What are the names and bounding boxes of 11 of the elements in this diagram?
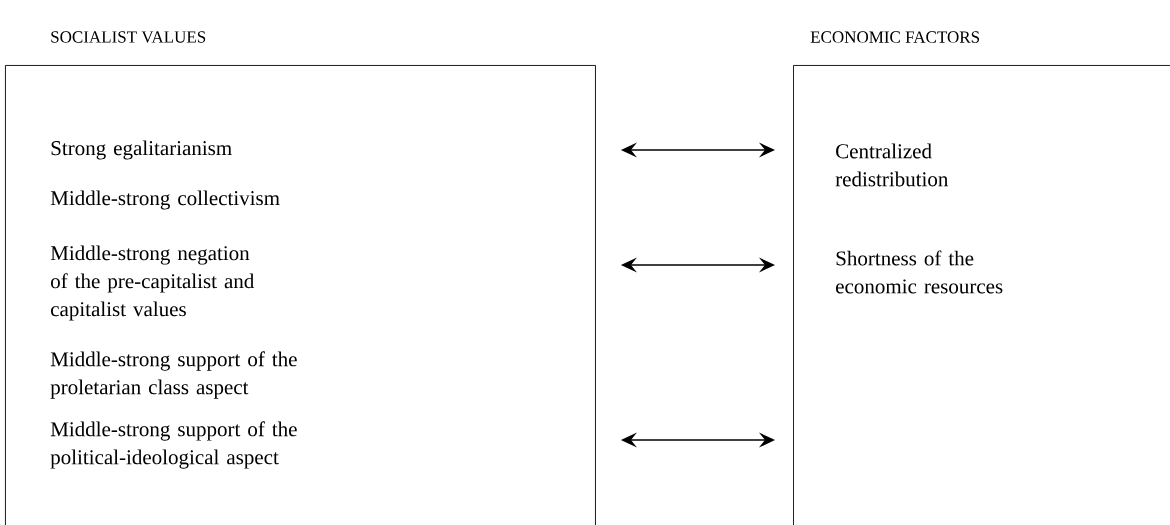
panel-box [5,31,596,525]
item-text: Middle-strong support of the political-ideological aspect [50,421,297,469]
heading: ECONOMIC FACTORS [810,31,980,43]
item-text: Middle-strong negation of the pre-capitalist and capitalist values [50,245,255,321]
item-text: Middle-strong collectivism [50,190,280,210]
item-text: Strong egalitarianism [51,140,232,160]
heading: SOCIALIST VALUES [51,31,206,43]
item-text: Middle-strong support of the proletarian class aspect [50,351,297,399]
item-text: Centralized redistribution [835,143,949,187]
item-text: Shortness of the economic resources [836,250,1003,294]
panel-box [793,31,1170,525]
